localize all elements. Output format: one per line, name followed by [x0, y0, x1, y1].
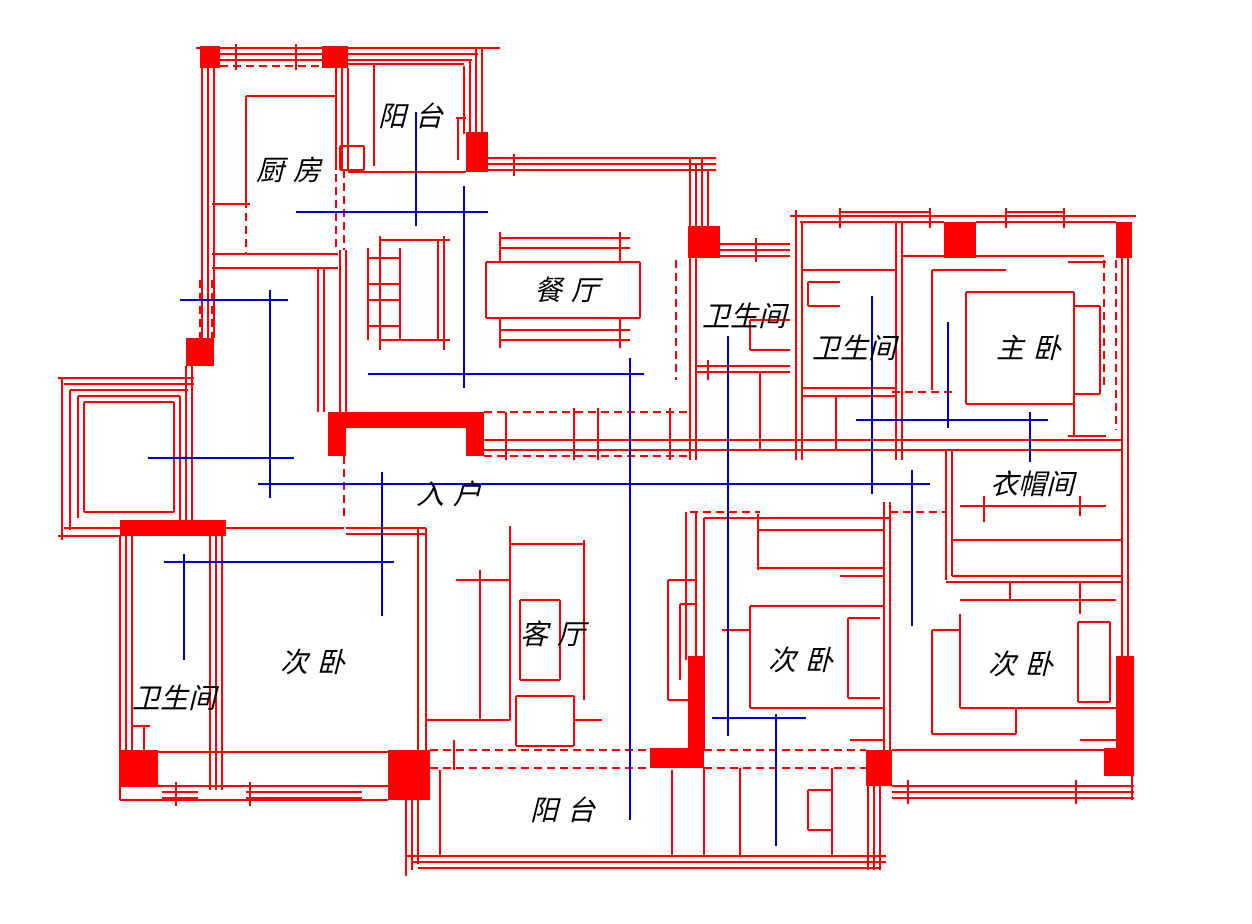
room-label-second-bedroom-left: 次 卧	[280, 646, 346, 679]
room-label-bath-center-right: 卫生间	[812, 332, 900, 365]
wall-lines	[58, 44, 1136, 876]
room-label-dining: 餐 厅	[534, 274, 604, 307]
room-label-master-bedroom: 主 卧	[996, 332, 1062, 365]
room-label-second-bedroom-right: 次 卧	[988, 648, 1054, 681]
room-label-entrance: 入 户	[416, 478, 482, 511]
room-labels: 阳 台 厨 房 餐 厅 卫生间 卫生间 主 卧 衣帽间 入 户 客 厅 次 卧 …	[132, 100, 1078, 827]
room-label-balcony-top: 阳 台	[378, 100, 444, 133]
room-label-bath-left: 卫生间	[132, 682, 220, 715]
room-label-balcony-bottom: 阳 台	[530, 794, 596, 827]
room-label-kitchen: 厨 房	[256, 154, 323, 187]
room-label-second-bedroom-center: 次 卧	[768, 644, 834, 677]
room-label-living: 客 厅	[520, 618, 590, 651]
axis-lines	[148, 112, 1048, 846]
wall-blocks	[120, 46, 1134, 800]
dashed-openings	[61, 65, 1117, 769]
room-label-cloakroom: 衣帽间	[990, 468, 1078, 501]
room-label-bath-center-left: 卫生间	[702, 300, 790, 333]
